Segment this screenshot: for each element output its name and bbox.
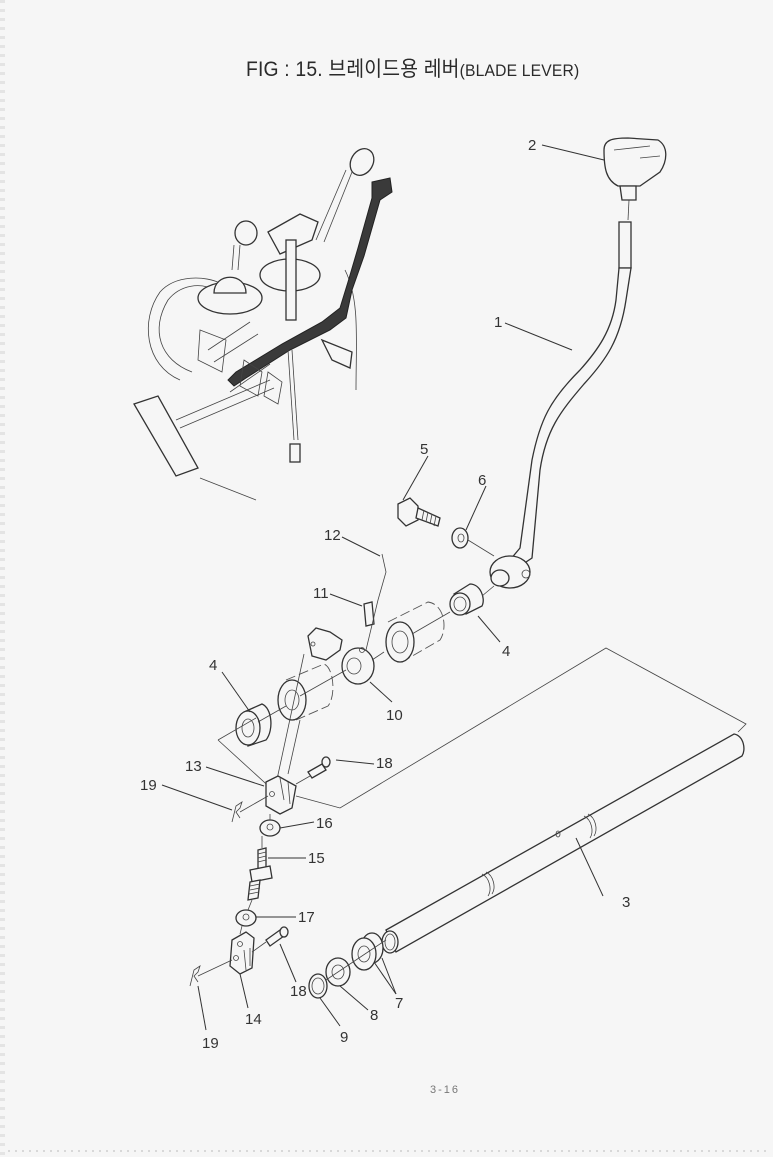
overview-knob-left: [234, 220, 258, 246]
part-17-nut: [235, 909, 257, 927]
part-15-stud: [247, 847, 273, 901]
part-6-washer: [451, 527, 469, 549]
callout-4-upper: 4: [502, 643, 510, 660]
overview-illustration: [133, 148, 393, 501]
part-4-bushing-lower: [235, 703, 272, 747]
part-3-shaft: [381, 733, 745, 954]
callout-4-lower: 4: [209, 657, 217, 674]
part-10-lever-collar: [307, 627, 375, 685]
callout-12: 12: [324, 527, 341, 544]
callout-16: 16: [316, 815, 333, 832]
callout-2: 2: [528, 137, 536, 154]
callout-17: 17: [298, 909, 315, 926]
part-13-yoke: [265, 775, 297, 815]
callout-18-upper: 18: [376, 755, 393, 772]
callout-14: 14: [245, 1011, 262, 1028]
callout-10: 10: [386, 707, 403, 724]
scan-edge-bottom: [8, 1150, 768, 1152]
part-5-bolt: [397, 497, 441, 527]
callout-9: 9: [340, 1029, 348, 1046]
scan-edge: [0, 0, 5, 1157]
callout-6: 6: [478, 472, 486, 489]
part-12-rod: [365, 553, 387, 651]
callout-18-lower: 18: [290, 983, 307, 1000]
part-19-cotter-pin-lower: [189, 965, 201, 987]
figure-title-english: (BLADE LEVER): [459, 61, 580, 80]
part-18-pin-upper: [307, 756, 331, 779]
callout-15: 15: [308, 850, 325, 867]
callout-19-upper: 19: [140, 777, 157, 794]
callout-19-lower: 19: [202, 1035, 219, 1052]
figure-title-korean: FIG : 15. 브레이드용 레버: [246, 58, 460, 81]
overview-knob-center: [267, 213, 319, 255]
leader-lines: [161, 144, 605, 1031]
callout-1: 1: [494, 314, 502, 331]
part-7-seal: [351, 932, 384, 971]
page-number: 3-16: [430, 1084, 461, 1096]
callout-13: 13: [185, 758, 202, 775]
overview-pedal: [133, 395, 199, 477]
part-18-pin-lower: [265, 926, 289, 947]
part-14-yoke: [229, 931, 255, 975]
part-4-bushing-upper: [449, 583, 484, 616]
callout-5: 5: [420, 441, 428, 458]
part-19-cotter-pin-upper: [231, 801, 243, 823]
part-11-spring-pin: [363, 601, 375, 627]
overview-blade-lever-highlight: [227, 177, 393, 387]
callout-11: 11: [313, 585, 329, 602]
callout-3: 3: [622, 894, 630, 911]
part-16-nut: [259, 819, 281, 837]
part-1-lever: [489, 221, 632, 589]
callout-8: 8: [370, 1007, 378, 1024]
callout-7: 7: [395, 995, 403, 1012]
figure-title: FIG : 15. 브레이드용 레버(BLADE LEVER): [246, 53, 579, 83]
part-9-snap-ring: [308, 973, 328, 999]
part-2-knob: [603, 137, 667, 201]
